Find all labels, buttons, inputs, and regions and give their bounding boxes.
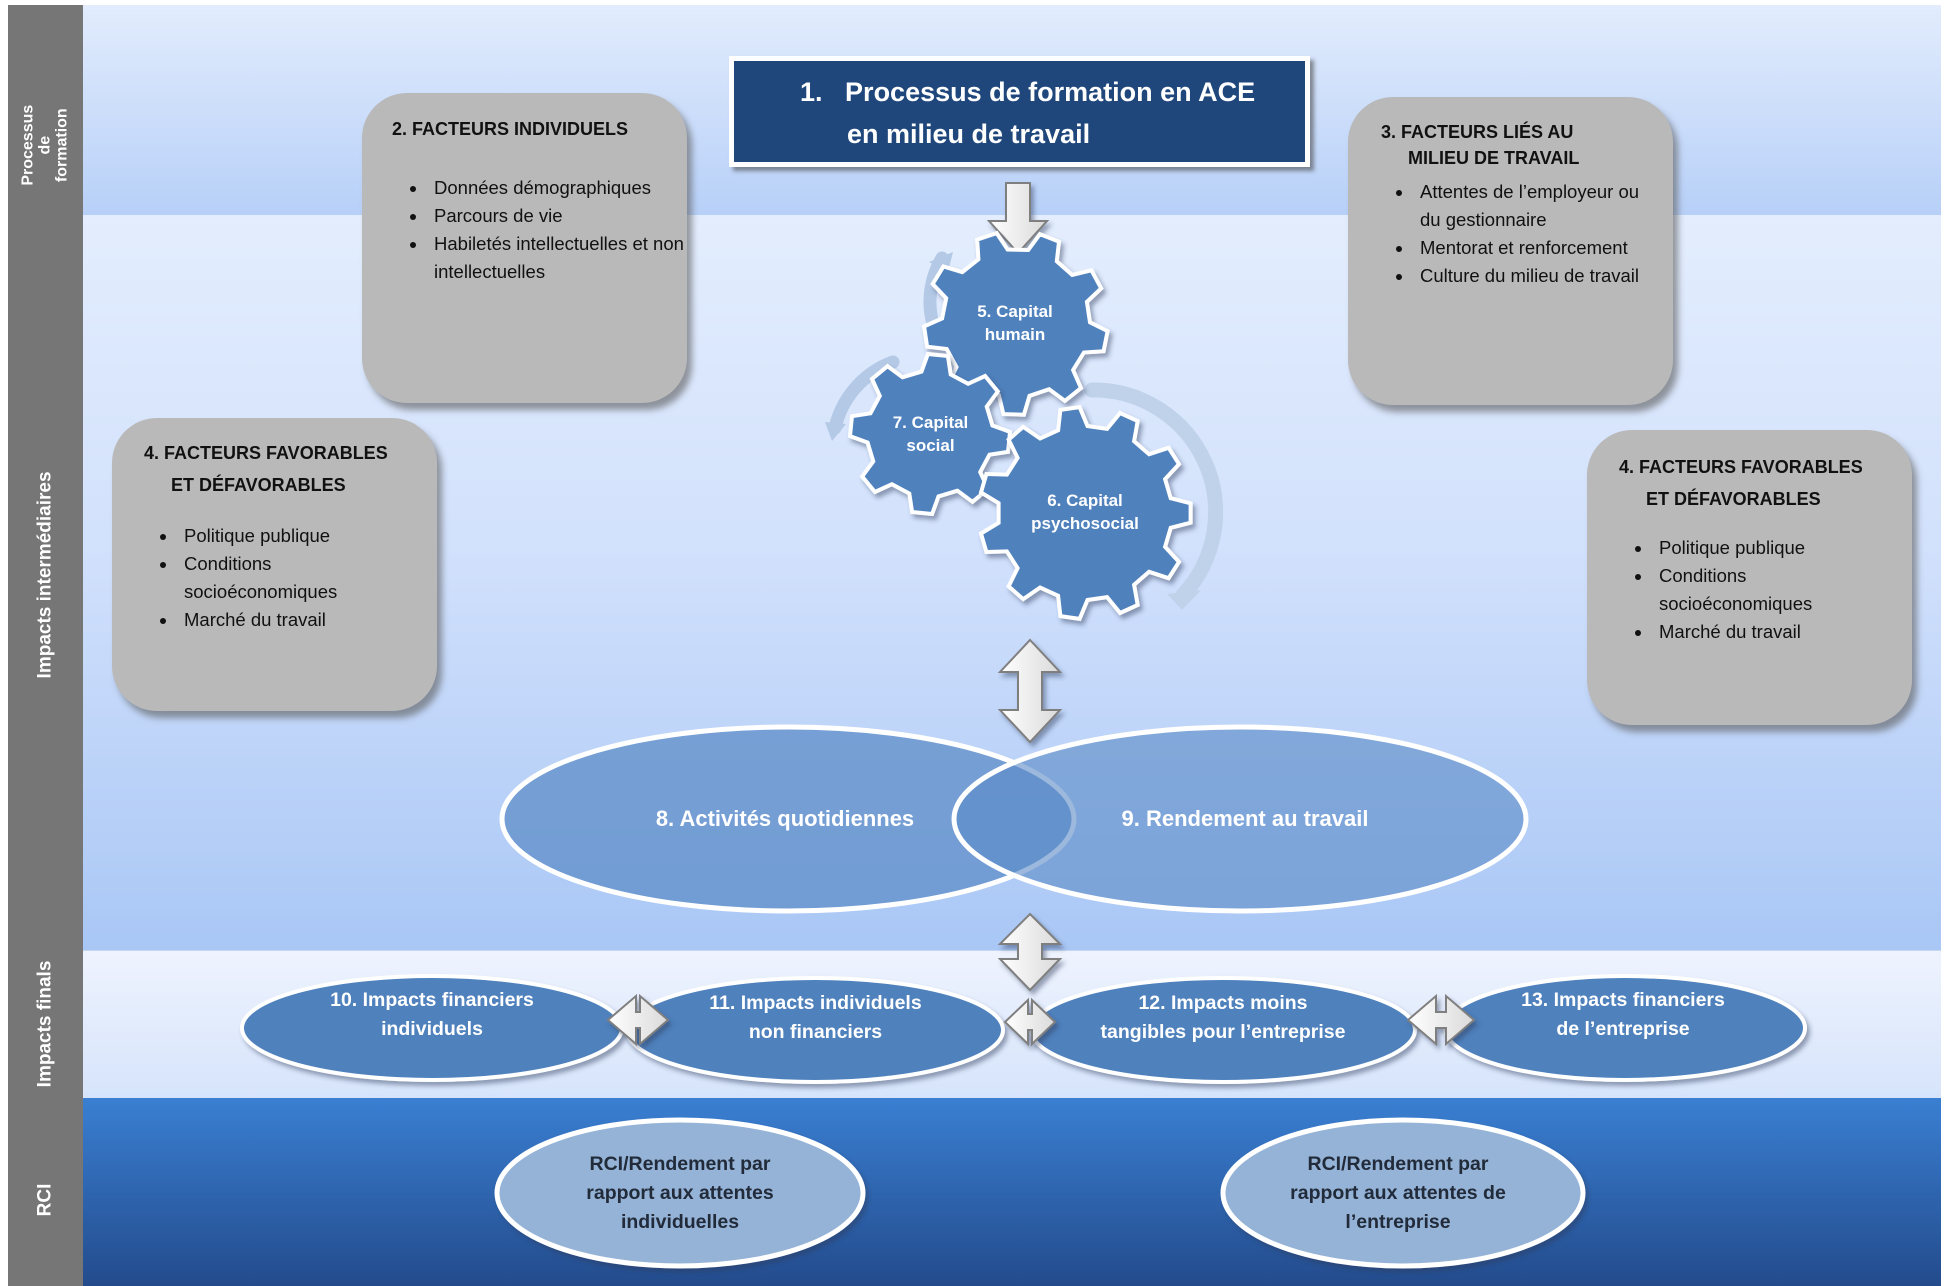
list-item: Conditions socioéconomiques: [1653, 562, 1893, 618]
rci-label-individual: RCI/Rendement par rapport aux attentes i…: [540, 1150, 820, 1237]
box-workplace-factors-title-1: 3. FACTEURS LIÉS AU: [1381, 122, 1574, 142]
gear-label-psychosocial-1: 6. Capital: [1047, 491, 1123, 510]
gear-label-human-1: 5. Capital: [977, 302, 1053, 321]
list-item: Données démographiques: [428, 174, 688, 202]
box-workplace-factors: 3. FACTEURS LIÉS AU MILIEU DE TRAVAIL At…: [1348, 97, 1673, 405]
cycle-arrow-social: [828, 355, 900, 435]
list-item: Culture du milieu de travail: [1414, 262, 1644, 290]
title-line-1-text: Processus de formation en ACE: [845, 77, 1256, 107]
rci-label-individual-2: rapport aux attentes: [586, 1182, 774, 1204]
gear-group: [847, 230, 1193, 622]
impact-label-11: 11. Impacts individuels non financiers: [673, 989, 958, 1047]
impact-label-11-1: 11. Impacts individuels: [709, 992, 922, 1014]
list-item: Mentorat et renforcement: [1414, 234, 1644, 262]
box-favorable-factors-right: 4. FACTEURS FAVORABLES ET DÉFAVORABLES P…: [1587, 430, 1912, 725]
gear-label-psychosocial: 6. Capital psychosocial: [1010, 489, 1160, 535]
venn-label-work-performance: 9. Rendement au travail: [1121, 806, 1369, 831]
list-item: Parcours de vie: [428, 202, 688, 230]
gear-label-human: 5. Capital humain: [940, 300, 1090, 346]
double-arrow-10-11: [606, 993, 670, 1047]
list-item: Marché du travail: [1653, 618, 1893, 646]
box-workplace-factors-title-2: MILIEU DE TRAVAIL: [1408, 148, 1580, 169]
box-individual-factors-list: Données démographiques Parcours de vie H…: [402, 174, 688, 286]
box-favorable-factors-left-list: Politique publique Conditions socioécono…: [152, 522, 418, 634]
impact-label-12-2: tangibles pour l’entreprise: [1100, 1021, 1346, 1043]
gear-label-social-2: social: [906, 436, 955, 455]
rci-label-company: RCI/Rendement par rapport aux attentes d…: [1258, 1150, 1538, 1237]
cycle-arrow-head-social: [825, 422, 846, 441]
rci-label-individual-3: individuelles: [620, 1211, 740, 1233]
list-item: Habiletés intellectuelles et non intelle…: [428, 230, 688, 286]
impact-label-12-1: 12. Impacts moins: [1138, 992, 1308, 1014]
box-individual-factors-title: 2. FACTEURS INDIVIDUELS: [392, 119, 629, 139]
rci-label-individual-1: RCI/Rendement par: [589, 1153, 771, 1175]
box-favorable-left-title-1: 4. FACTEURS FAVORABLES: [144, 443, 388, 463]
box-favorable-factors-right-title: 4. FACTEURS FAVORABLES ET DÉFAVORABLES: [1619, 452, 1863, 515]
rci-label-company-3: l’entreprise: [1345, 1211, 1451, 1233]
impact-label-11-2: non financiers: [748, 1021, 883, 1043]
impact-label-10-2: individuels: [381, 1018, 483, 1040]
rci-label-company-1: RCI/Rendement par: [1307, 1153, 1489, 1175]
gear-human-icon: [921, 230, 1110, 417]
rci-label-company-2: rapport aux attentes de: [1290, 1182, 1506, 1204]
list-item: Politique publique: [178, 522, 418, 550]
ellipse-rci-individual: [494, 1117, 866, 1269]
gear-label-human-2: humain: [984, 325, 1046, 344]
impact-label-12: 12. Impacts moins tangibles pour l’entre…: [1073, 989, 1373, 1047]
box-favorable-left-title-2: ET DÉFAVORABLES: [171, 474, 346, 495]
arrow-down-from-title: [986, 182, 1050, 255]
list-item: Politique publique: [1653, 534, 1893, 562]
ellipse-work-performance: [951, 724, 1529, 914]
box-favorable-right-title-1: 4. FACTEURS FAVORABLES: [1619, 457, 1863, 477]
impact-label-13-2: de l’entreprise: [1556, 1018, 1690, 1040]
title-box: 1. Processus de formation en ACE en mili…: [729, 56, 1310, 167]
impact-label-13-1: 13. Impacts financiers: [1521, 989, 1725, 1011]
box-favorable-right-title-2: ET DÉFAVORABLES: [1646, 488, 1821, 509]
list-item: Conditions socioéconomiques: [178, 550, 418, 606]
cycle-arrow-psychosocial: [1084, 382, 1224, 603]
title-line-1: 1. Processus de formation en ACE: [800, 77, 1255, 108]
double-arrow-12-13: [1406, 993, 1476, 1047]
cycle-arrow-head-psychosocial: [1167, 590, 1201, 610]
box-workplace-factors-title: 3. FACTEURS LIÉS AU MILIEU DE TRAVAIL: [1381, 119, 1579, 171]
title-line-2: en milieu de travail: [847, 119, 1091, 149]
list-item: Marché du travail: [178, 606, 418, 634]
gear-label-social-1: 7. Capital: [892, 413, 969, 432]
box-favorable-factors-right-list: Politique publique Conditions socioécono…: [1627, 534, 1893, 646]
box-workplace-factors-list: Attentes de l’employeur ou du gestionnai…: [1388, 178, 1644, 290]
impact-label-10-1: 10. Impacts financiers: [330, 989, 534, 1011]
double-arrow-11-12: [1003, 997, 1057, 1047]
list-item: Attentes de l’employeur ou du gestionnai…: [1414, 178, 1644, 234]
side-column: [8, 5, 83, 1286]
band-rci: [83, 1098, 1941, 1286]
title-number: 1.: [800, 77, 823, 107]
box-favorable-factors-left-title: 4. FACTEURS FAVORABLES ET DÉFAVORABLES: [144, 438, 388, 501]
gear-label-social: 7. Capital social: [868, 411, 993, 457]
gear-psychosocial-icon: [978, 404, 1193, 622]
double-arrow-gears-venn: [997, 638, 1063, 744]
box-favorable-factors-left: 4. FACTEURS FAVORABLES ET DÉFAVORABLES P…: [112, 418, 437, 711]
ellipse-rci-company: [1220, 1117, 1586, 1269]
venn-label-daily-activities: 8. Activités quotidiennes: [655, 806, 915, 831]
box-individual-factors: 2. FACTEURS INDIVIDUELS Données démograp…: [362, 93, 687, 403]
impact-label-13: 13. Impacts financiers de l’entreprise: [1483, 986, 1763, 1044]
impact-label-10: 10. Impacts financiers individuels: [292, 986, 572, 1044]
gear-label-psychosocial-2: psychosocial: [1031, 514, 1139, 533]
double-arrow-venn-impacts: [997, 912, 1063, 992]
